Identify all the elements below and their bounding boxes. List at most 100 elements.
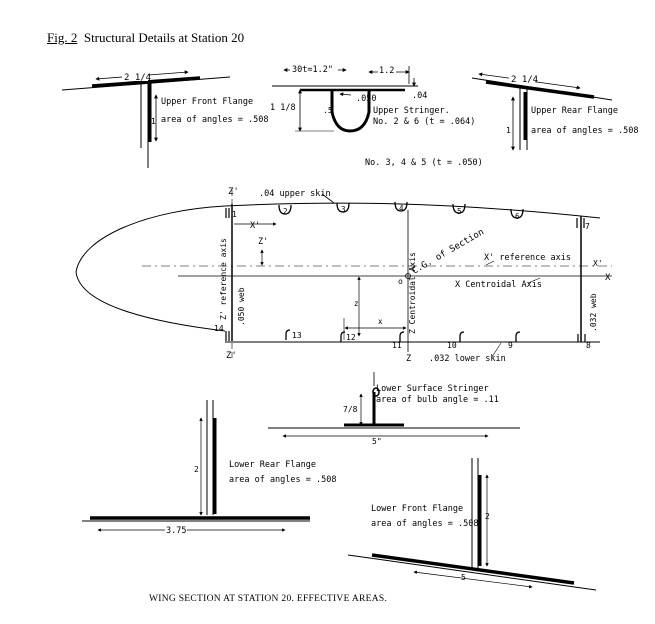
upper-skin-leader xyxy=(321,193,335,204)
ustr-name: Upper Stringer. xyxy=(373,106,450,116)
ufront-width-bg xyxy=(122,71,148,81)
stringer-6-num: 6 xyxy=(515,212,520,221)
ufront-area: area of angles = .508 xyxy=(161,115,268,125)
x-centroidal-label: X Centroidal Axis xyxy=(455,280,542,290)
lower-front-flange-detail: 2 5 Lower Front Flange area of angles = … xyxy=(347,458,597,591)
stringer-13-mark xyxy=(285,329,291,340)
stringer-12-mark xyxy=(340,331,346,342)
lss-width-label: 5" xyxy=(372,437,382,446)
ufront-height-label: 1 xyxy=(151,117,156,126)
x-prime-short-label: X' xyxy=(250,221,260,231)
cg-point xyxy=(405,273,411,279)
stringer-4-num: 4 xyxy=(399,204,404,213)
ustr-hat xyxy=(330,90,371,133)
stringer-1-mark xyxy=(225,208,230,218)
stringer-8-num: 8 xyxy=(586,341,591,350)
lfront-name: Lower Front Flange xyxy=(371,504,463,514)
ustr-050-arrow xyxy=(339,92,352,97)
cg-label: C.G. of Section xyxy=(411,227,486,276)
z-bottom-label: Z xyxy=(406,354,411,364)
lfront-height-label: 2 xyxy=(485,512,490,521)
stringer-2-mark xyxy=(278,204,292,215)
lss-area: area of bulb angle = .11 xyxy=(376,395,499,405)
urear-name: Upper Rear Flange xyxy=(531,106,618,116)
urear-width-bg xyxy=(509,74,535,83)
lower-rear-flange-detail: 2 3.75 Lower Rear Flange area of angles … xyxy=(82,400,336,536)
stringer-3-num: 3 xyxy=(341,205,346,214)
urear-width-label: 2 1/4 xyxy=(511,75,538,85)
x-centroidal-leader xyxy=(527,277,541,284)
x-ref-axis-leader xyxy=(485,260,495,266)
lss-name: Lower Surface Stringer xyxy=(376,384,489,394)
lss-bulb xyxy=(372,387,380,397)
ustr-note2: No. 3, 4 & 5 (t = .050) xyxy=(365,158,483,168)
lrear-height-label: 2 xyxy=(194,465,199,474)
ustr-12-bg xyxy=(378,65,396,74)
z-prime-top-label: Z' xyxy=(228,187,239,197)
stringer-1-num: 1 xyxy=(232,210,237,219)
lrear-width-label: 3.75 xyxy=(166,526,186,536)
stringer-11-mark xyxy=(399,331,405,342)
upper-skin-label: .04 upper skin xyxy=(259,189,331,199)
figure-number: Fig. 2 xyxy=(47,30,78,45)
wing-section: 1 2 3 4 5 6 7 8 9 10 11 12 13 14 Z' Z' .… xyxy=(75,187,612,364)
stringer-8-mark xyxy=(577,334,586,342)
lfront-angle-flange xyxy=(371,553,575,585)
stringer-10-mark xyxy=(459,331,465,342)
ufront-width-label: 2 1/4 xyxy=(124,73,151,83)
lss-height-label: 7/8 xyxy=(343,405,358,414)
stringer-5-num: 5 xyxy=(457,207,462,216)
ustr-050-label: .050 xyxy=(356,94,376,104)
figure-caption: WING SECTION AT STATION 20. EFFECTIVE AR… xyxy=(149,594,388,604)
lower-surface-stringer-detail: Lower Surface Stringer area of bulb angl… xyxy=(268,372,520,446)
stringer-4-mark xyxy=(394,201,408,212)
stringer-10-num: 10 xyxy=(447,341,457,350)
urear-height-label: 1 xyxy=(506,126,511,135)
x-ref-axis-label: X' reference axis xyxy=(484,253,571,263)
stringer-14-mark xyxy=(225,331,230,341)
upper-skin-line xyxy=(224,202,601,219)
ustr-118-label: 1 1/8 xyxy=(270,103,296,113)
lfront-width-label: 5 xyxy=(461,573,466,582)
lrear-name: Lower Rear Flange xyxy=(229,460,316,470)
stringer-12-num: 12 xyxy=(346,333,356,342)
z-dim-label: z xyxy=(354,299,359,308)
stringer-5-mark xyxy=(452,203,466,214)
lfront-width-dim xyxy=(413,570,533,589)
figure-title: Fig. 2 Structural Details at Station 20 xyxy=(47,30,244,46)
lrear-area: area of angles = .508 xyxy=(229,475,336,485)
ustr-12-label: 1.2 xyxy=(379,66,394,76)
stringer-7-mark xyxy=(576,218,585,228)
ustr-04-label: .04 xyxy=(412,91,427,101)
upper-front-flange-detail: 2 1/4 1 Upper Front Flange area of angle… xyxy=(61,70,268,168)
z-prime-inner-label: Z' xyxy=(258,237,268,247)
stringer-9-mark xyxy=(515,331,521,342)
stringer-13-num: 13 xyxy=(292,331,302,340)
origin-label: o xyxy=(398,277,403,286)
z-prime-bottom-label: Z' xyxy=(226,351,237,361)
z-centroidal-label: Z Centroidal Axis xyxy=(408,252,417,334)
x-end-label: X xyxy=(605,273,611,283)
front-web-label: .050 web xyxy=(237,287,246,326)
leading-edge-curve xyxy=(75,205,226,332)
stringer-7-num: 7 xyxy=(585,222,590,231)
rear-web-label: .032 web xyxy=(589,293,598,332)
z-ref-axis-label: Z' reference axis xyxy=(219,238,228,320)
stringer-11-num: 11 xyxy=(392,341,402,350)
ustr-30t-label: 30t=1.2" xyxy=(292,65,333,75)
urear-area: area of angles = .508 xyxy=(531,126,638,136)
ustr-note: No. 2 & 6 (t = .064) xyxy=(373,117,475,127)
lfront-area: area of angles = .508 xyxy=(371,519,478,529)
lower-skin-label: .032 lower skin xyxy=(429,354,506,364)
upper-stringer-detail: 30t=1.2" 1.2 .050 .04 1 1/8 .5 Upper Str… xyxy=(270,63,483,168)
lower-skin-leader xyxy=(491,342,502,358)
urear-angle-flange xyxy=(485,80,595,99)
ustr-30t-bg xyxy=(290,63,338,73)
stringer-6-mark xyxy=(510,208,524,219)
figure-title-text: Structural Details at Station 20 xyxy=(83,30,245,45)
stringer-2-num: 2 xyxy=(283,207,288,216)
x-dim-label: x xyxy=(378,317,383,326)
stringer-14-num: 14 xyxy=(214,324,224,333)
ufront-name: Upper Front Flange xyxy=(161,97,253,107)
